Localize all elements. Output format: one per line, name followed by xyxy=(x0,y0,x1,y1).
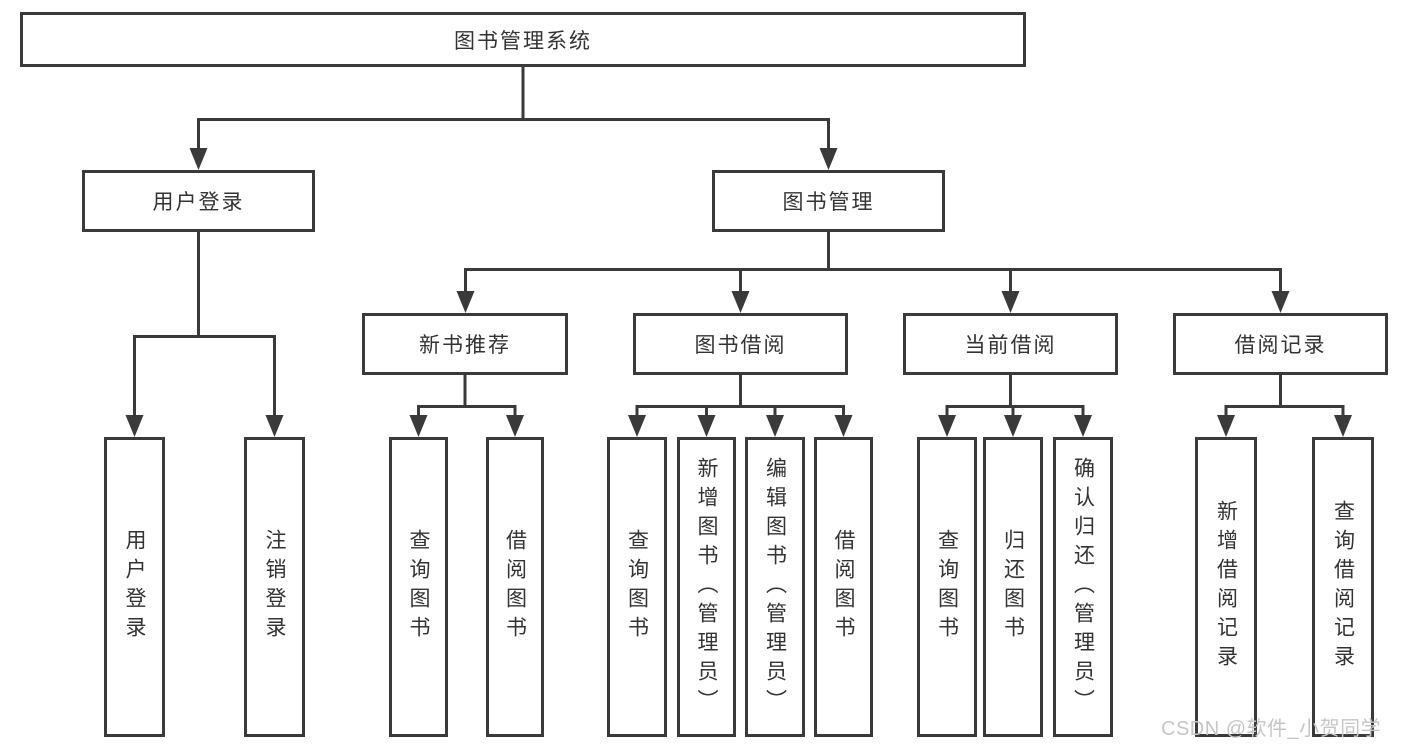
leaf-user-login: 用户登录 xyxy=(104,437,165,737)
node-book-management: 图书管理 xyxy=(712,170,945,232)
node-label: 新书推荐 xyxy=(419,334,511,357)
node-label: 新增借阅记录 xyxy=(1214,500,1238,674)
node-current-borrowing: 当前借阅 xyxy=(903,313,1118,375)
node-label: 图书管理系统 xyxy=(454,29,592,53)
node-label: 编辑图书（管理员） xyxy=(763,456,787,718)
node-label: 用户登录 xyxy=(123,529,147,645)
node-borrowing-records: 借阅记录 xyxy=(1173,313,1388,375)
node-label: 借阅图书 xyxy=(832,529,856,645)
leaf-add-books-admin: 新增图书（管理员） xyxy=(677,437,736,737)
node-label: 当前借阅 xyxy=(964,334,1057,357)
node-label: 借阅记录 xyxy=(1234,334,1327,357)
node-label: 图书借阅 xyxy=(694,334,787,357)
node-book-borrowing: 图书借阅 xyxy=(633,313,848,375)
node-library-system: 图书管理系统 xyxy=(20,12,1026,67)
node-label: 查询图书 xyxy=(407,529,431,645)
leaf-return-books: 归还图书 xyxy=(983,437,1043,737)
leaf-confirm-return-admin: 确认归还（管理员） xyxy=(1053,437,1113,737)
node-new-book-recommend: 新书推荐 xyxy=(362,313,568,375)
node-label: 查询图书 xyxy=(625,529,649,645)
node-label: 新增图书（管理员） xyxy=(695,456,719,718)
node-label: 注销登录 xyxy=(263,529,287,645)
node-label: 借阅图书 xyxy=(503,529,527,645)
leaf-borrow-books-borrowing: 借阅图书 xyxy=(814,437,873,737)
node-label: 查询图书 xyxy=(935,529,959,645)
node-label: 查询借阅记录 xyxy=(1331,500,1355,674)
leaf-logout: 注销登录 xyxy=(244,437,305,737)
node-label: 用户登录 xyxy=(152,191,245,214)
leaf-edit-books-admin: 编辑图书（管理员） xyxy=(745,437,805,737)
leaf-add-borrow-record: 新增借阅记录 xyxy=(1195,437,1257,737)
node-label: 归还图书 xyxy=(1001,529,1025,645)
csdn-watermark: CSDN @软件_小贺同学 xyxy=(1161,718,1382,740)
leaf-query-books-borrowing: 查询图书 xyxy=(607,437,667,737)
leaf-query-books-current: 查询图书 xyxy=(917,437,977,737)
leaf-borrow-books-recommend: 借阅图书 xyxy=(486,437,544,737)
node-label: 图书管理 xyxy=(782,191,875,214)
node-user-login: 用户登录 xyxy=(82,170,315,232)
leaf-query-borrow-record: 查询借阅记录 xyxy=(1312,437,1374,737)
leaf-query-books-recommend: 查询图书 xyxy=(389,437,448,737)
node-label: 确认归还（管理员） xyxy=(1071,456,1095,718)
